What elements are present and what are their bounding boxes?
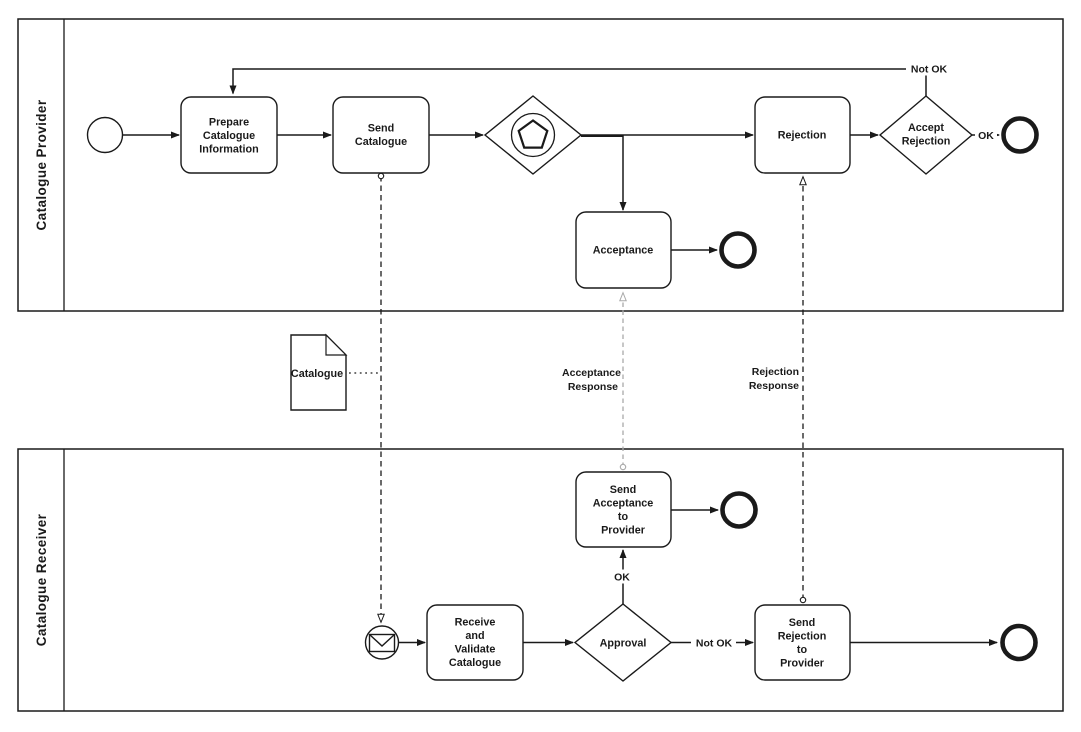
task-receive-box[interactable]	[426, 604, 524, 681]
notok-bottom-label: Not OK	[696, 638, 733, 650]
provider-lane-label: Catalogue Provider	[34, 99, 49, 230]
pool-catalogue-receiver: Catalogue Receiver	[17, 448, 1064, 712]
end-event-provider-ok[interactable]	[1001, 116, 1039, 154]
task-send-catalogue-box[interactable]	[332, 96, 430, 174]
task-send-catalogue[interactable]: Send Catalogue	[332, 96, 430, 174]
task-send-acceptance-line2: Acceptance	[593, 498, 654, 510]
task-send-acceptance-box[interactable]	[575, 471, 672, 548]
end-event-send-rejection[interactable]	[1000, 623, 1038, 662]
task-receive-line4: Catalogue	[449, 657, 501, 669]
event-gateway-diamond[interactable]	[483, 95, 583, 175]
task-rejection-line1: Rejection	[778, 130, 827, 142]
task-receive-validate-catalogue[interactable]: Receive and Validate Catalogue	[426, 604, 524, 681]
envelope-icon	[368, 633, 396, 653]
end-event-acceptance[interactable]	[719, 231, 757, 269]
task-acceptance[interactable]: Acceptance	[575, 211, 672, 289]
gateway-approval[interactable]: Approval	[573, 603, 673, 682]
ok-top-label: OK	[978, 130, 994, 142]
start-event-provider[interactable]	[86, 116, 124, 154]
task-receive-line2: and	[465, 630, 484, 642]
accept-rejection-line1: Accept	[908, 122, 944, 134]
pentagon-icon	[517, 119, 549, 149]
task-send-catalogue-line1: Send	[368, 123, 394, 135]
task-send-rejection-box[interactable]	[754, 604, 851, 681]
task-receive-line1: Receive	[455, 617, 496, 629]
receiver-pool-border[interactable]	[17, 448, 1064, 712]
accept-rejection-diamond[interactable]	[878, 95, 974, 175]
accept-rejection-line2: Rejection	[902, 136, 951, 148]
acceptance-response-label-line1: Acceptance	[562, 367, 621, 379]
task-send-acceptance-line1: Send	[610, 484, 636, 496]
task-prepare-box[interactable]	[180, 96, 278, 174]
task-prepare-line1: Prepare	[209, 117, 249, 129]
task-acceptance-line1: Acceptance	[593, 245, 654, 257]
event-based-gateway[interactable]	[483, 95, 583, 175]
approval-label: Approval	[600, 638, 647, 650]
acceptance-response-label-line2: Response	[568, 381, 618, 393]
task-receive-line3: Validate	[455, 644, 496, 656]
task-send-rejection-to-provider[interactable]: Send Rejection to Provider	[754, 604, 851, 681]
task-rejection-box[interactable]	[754, 96, 851, 174]
notok-bottom-label-bg	[691, 635, 736, 650]
notok-top-label-bg	[906, 61, 951, 76]
document-fold-icon	[325, 333, 348, 356]
task-rejection[interactable]: Rejection	[754, 96, 851, 174]
approval-diamond[interactable]	[573, 603, 673, 682]
catalogue-doc-label: Catalogue	[291, 368, 343, 380]
task-prepare-catalogue-information[interactable]: Prepare Catalogue Information	[180, 96, 278, 174]
ok-bottom-label: OK	[614, 572, 630, 584]
task-send-rejection-line3: to	[797, 644, 808, 656]
task-send-acceptance-line3: to	[618, 511, 629, 523]
task-send-rejection-line2: Rejection	[778, 631, 827, 643]
task-prepare-line2: Catalogue	[203, 130, 255, 142]
gateway-accept-rejection[interactable]: Accept Rejection	[878, 95, 974, 175]
task-send-rejection-line1: Send	[789, 617, 815, 629]
data-object-catalogue[interactable]: Catalogue	[290, 333, 348, 411]
ok-top-label-bg	[975, 128, 997, 142]
task-send-catalogue-line2: Catalogue	[355, 136, 407, 148]
end-event-send-acceptance[interactable]	[720, 491, 758, 529]
task-acceptance-box[interactable]	[575, 211, 672, 289]
rejection-response-label-line1: Rejection	[752, 366, 799, 378]
task-send-acceptance-line4: Provider	[601, 525, 646, 537]
event-gateway-circle	[510, 112, 556, 158]
receiver-lane-label: Catalogue Receiver	[34, 513, 49, 646]
task-prepare-line3: Information	[199, 144, 258, 156]
task-send-rejection-line4: Provider	[780, 658, 825, 670]
rejection-response-label-line2: Response	[749, 380, 799, 392]
envelope-flap-icon	[369, 633, 395, 647]
ok-bottom-label-bg	[609, 569, 635, 584]
notok-top-label: Not OK	[911, 64, 948, 76]
flow-gateway-to-acceptance[interactable]	[581, 135, 627, 211]
task-send-acceptance-to-provider[interactable]: Send Acceptance to Provider	[575, 471, 672, 548]
message-start-event[interactable]	[364, 625, 400, 660]
flow-notok-loop-to-prepare[interactable]	[229, 68, 927, 96]
